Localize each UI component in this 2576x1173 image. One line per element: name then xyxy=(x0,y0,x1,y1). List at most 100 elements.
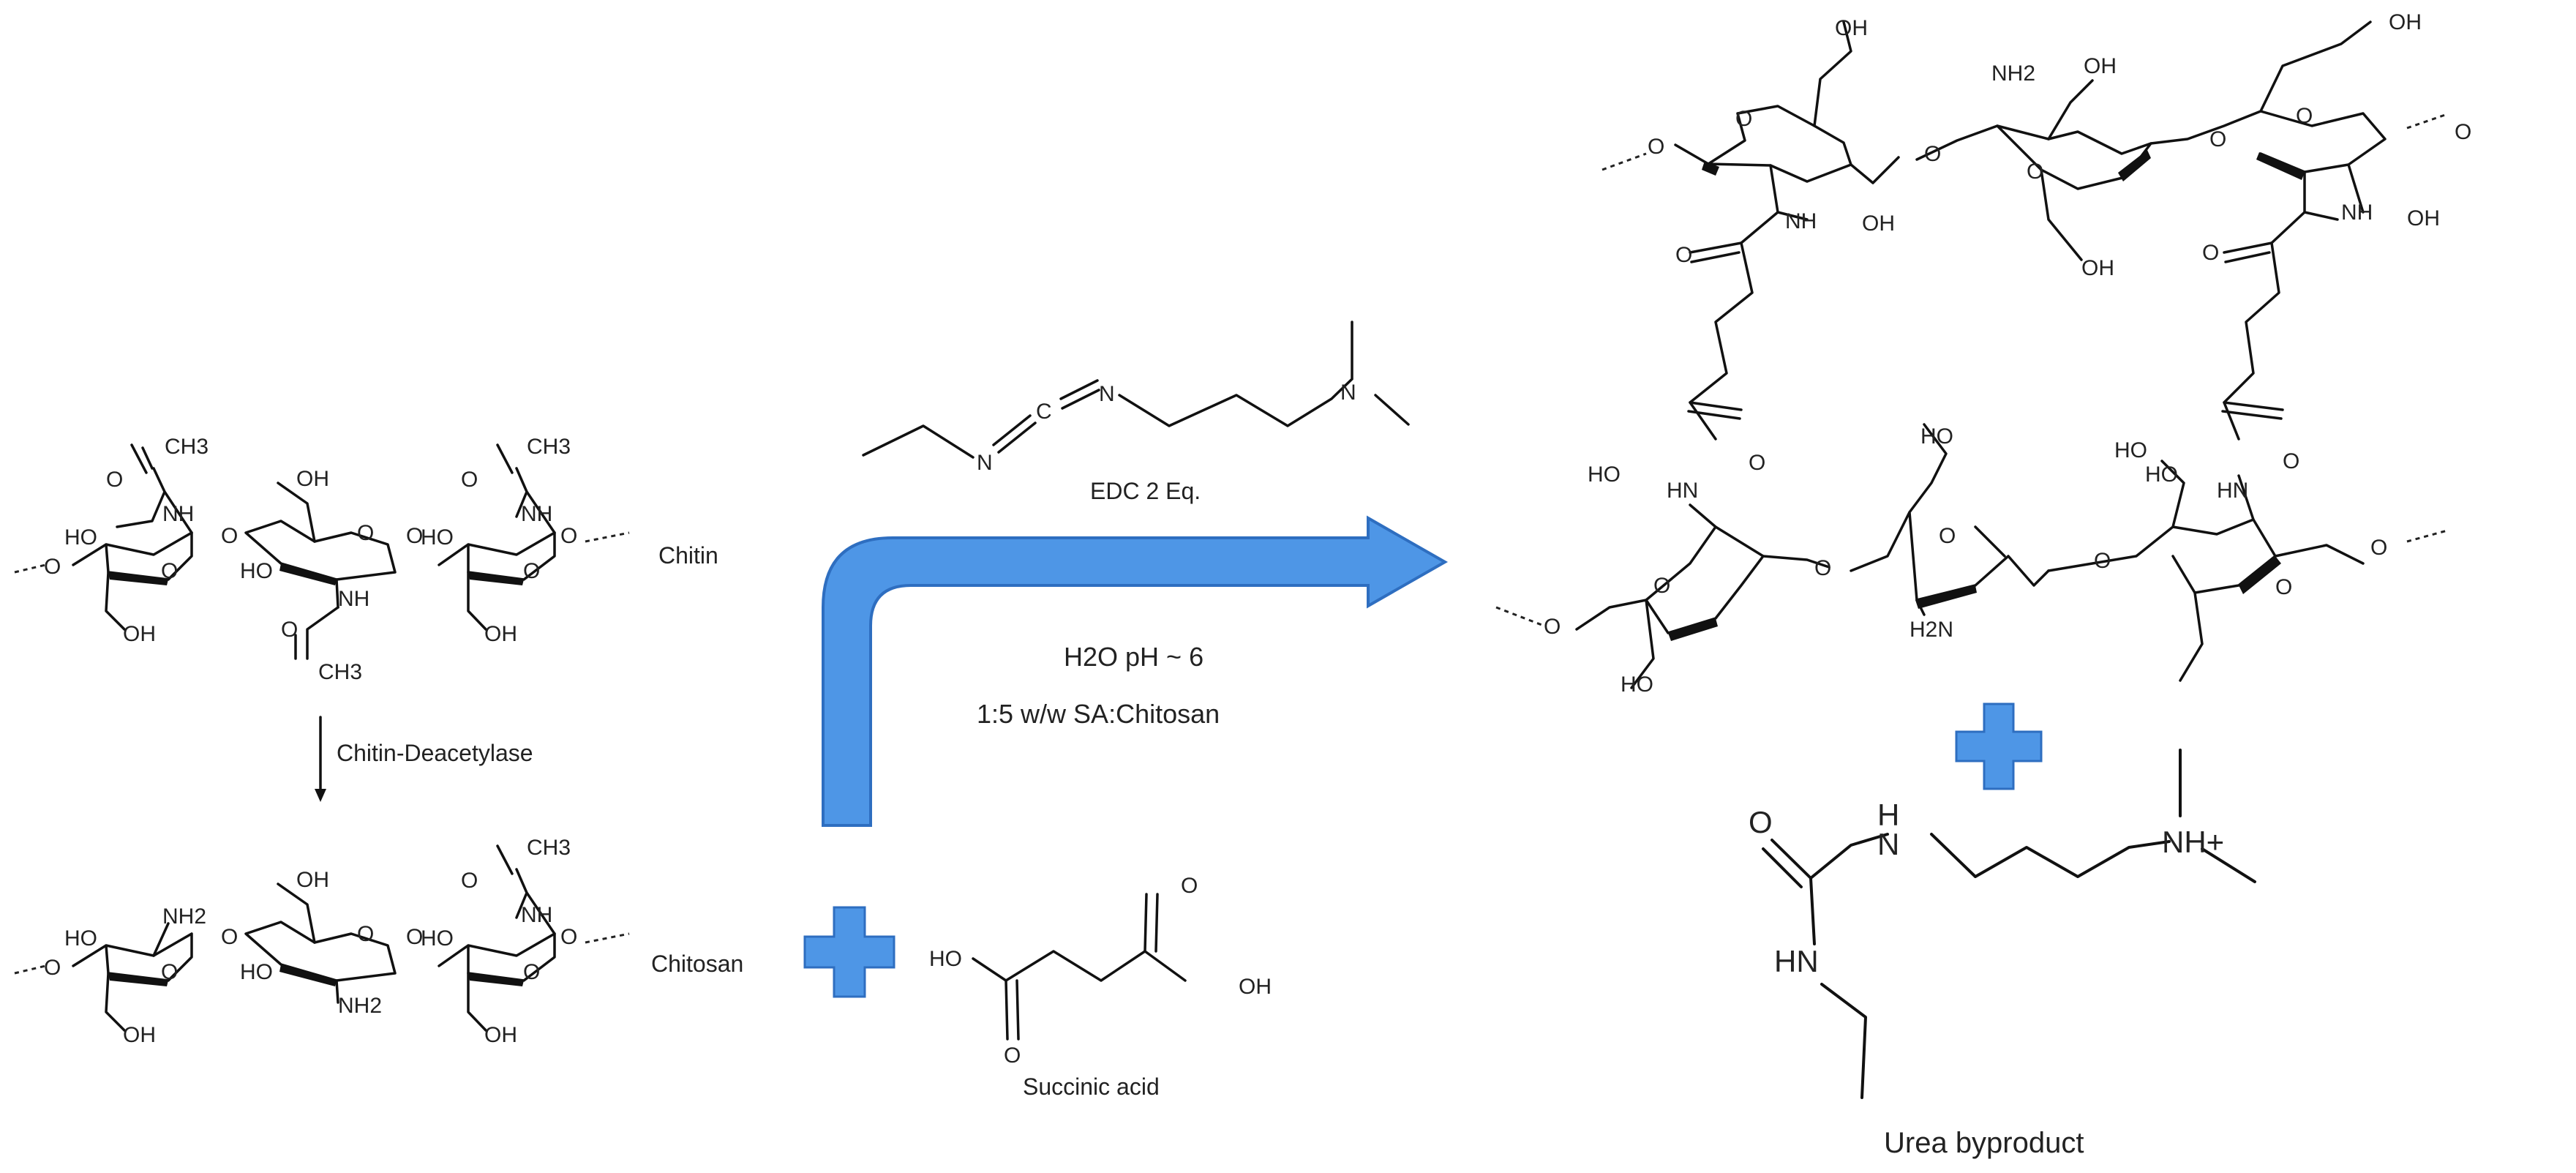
product-o-link-t2: O xyxy=(2209,127,2226,151)
product-oh-1: OH xyxy=(1835,16,1868,40)
chitin-ho-c: HO xyxy=(421,525,454,550)
product-nh2-top: NH2 xyxy=(1991,61,2035,86)
product-o-ring-1: O xyxy=(1735,107,1752,131)
chitosan-o-link-b: O xyxy=(406,925,423,949)
succinic-o-bottom: O xyxy=(1004,1043,1021,1068)
chitosan-ch3-c: CH3 xyxy=(527,836,571,860)
product-oh-2: OH xyxy=(1862,211,1895,236)
product-o-amide-1: O xyxy=(1675,243,1692,267)
chitosan-o-chain-end: O xyxy=(560,925,577,949)
product-o-ring-5: O xyxy=(2275,575,2292,599)
edc-c: C xyxy=(1036,400,1052,424)
enzyme-label: Chitin-Deacetylase xyxy=(337,740,533,766)
chitin-o-ring-c: O xyxy=(523,559,540,583)
urea-h: H xyxy=(1877,798,1899,832)
chitin-nh-a: NH xyxy=(162,502,194,526)
product-oh-3: OH xyxy=(2084,54,2117,78)
product-ho-4: HO xyxy=(2114,438,2147,462)
chitosan-nh-c: NH xyxy=(521,903,552,927)
chitosan-nh2-b: NH2 xyxy=(338,994,382,1018)
reaction-conditions: H2O pH ~ 6 1:5 w/w SA:Chitosan xyxy=(977,642,1220,729)
chitin-nh-b: NH xyxy=(338,587,369,611)
urea-o: O xyxy=(1749,805,1773,839)
product-oh-4: OH xyxy=(2081,256,2114,280)
product-o-end-left: O xyxy=(1648,135,1664,159)
product-nh-2: NH xyxy=(2341,201,2373,225)
chitin-structure: CH3 O NH HO O O OH O OH O HO NH O CH3 O … xyxy=(14,435,718,684)
chitin-ch3-c: CH3 xyxy=(527,435,571,459)
conditions-line1: H2O pH ~ 6 xyxy=(1064,642,1203,672)
chitosan-structure: NH2 HO O O OH O OH O HO NH2 O CH3 O NH H… xyxy=(14,836,743,1047)
urea-n: N xyxy=(1877,827,1899,861)
edc-n3: N xyxy=(1340,381,1356,405)
product-o-amide-3: O xyxy=(1749,451,1765,475)
chitin-label: Chitin xyxy=(658,542,718,569)
chitin-o-link-b: O xyxy=(406,524,423,548)
chitosan-ho-b: HO xyxy=(240,960,273,984)
product-o-ring-3: O xyxy=(2296,104,2313,128)
product-o-amide-2: O xyxy=(2202,241,2219,265)
product-ho-1: HO xyxy=(1588,462,1621,487)
urea-hn: HN xyxy=(1774,944,1819,978)
product-oh-6: OH xyxy=(2407,206,2440,231)
enzyme-arrow: Chitin-Deacetylase xyxy=(315,716,533,802)
product-nh-1: NH xyxy=(1785,209,1817,233)
chitin-ho-a: HO xyxy=(64,525,97,550)
product-oh-5: OH xyxy=(2389,10,2422,34)
product-o-ring-6: O xyxy=(1653,574,1670,598)
chitin-oh-b: OH xyxy=(296,467,329,491)
chitin-o-c: O xyxy=(461,468,478,492)
edc-n1: N xyxy=(977,451,993,475)
product-o-link-t1: O xyxy=(1924,142,1941,166)
product-o-start-b: O xyxy=(1544,615,1561,639)
product-ho-5: HO xyxy=(1621,672,1653,697)
chitosan-o-chain-start: O xyxy=(44,956,61,980)
chitin-ch3-b: CH3 xyxy=(318,660,362,684)
chitin-o-chain-start: O xyxy=(44,555,61,579)
chitosan-ho-a: HO xyxy=(64,926,97,951)
product-o-amide-4: O xyxy=(2283,449,2299,473)
succinic-o-top: O xyxy=(1181,874,1198,898)
chitin-o-ring-a: O xyxy=(161,559,178,583)
chitosan-o-link-a: O xyxy=(221,925,238,949)
chitosan-o-ring-a: O xyxy=(161,960,178,984)
chitin-nh-c: NH xyxy=(521,502,552,526)
chitin-o-b: O xyxy=(281,618,298,642)
succinic-ho: HO xyxy=(929,947,962,971)
edc-structure: N C N N EDC 2 Eq. xyxy=(862,321,1410,504)
urea-nh-plus: NH+ xyxy=(2162,825,2224,859)
succinic-acid-structure: HO O OH O Succinic acid xyxy=(929,874,1272,1100)
chitin-ho-b: HO xyxy=(240,559,273,583)
chitin-o-link-a: O xyxy=(221,524,238,548)
edc-n2: N xyxy=(1099,382,1115,406)
chitosan-oh-a: OH xyxy=(123,1023,156,1047)
product-o-ring-4: O xyxy=(1939,524,1956,548)
product-o-end-t: O xyxy=(2455,120,2471,144)
plus-icon xyxy=(803,906,895,998)
chitosan-ho-c: HO xyxy=(421,926,454,951)
chitin-ch3-a: CH3 xyxy=(165,435,209,459)
reaction-arrow xyxy=(822,515,1449,827)
product-o-link-b2: O xyxy=(2094,549,2111,573)
product-structure: OH O O NH OH O NH2 OH O O OH O OH O O NH… xyxy=(1495,10,2471,697)
chitin-o-a: O xyxy=(106,468,123,492)
chitin-oh-c: OH xyxy=(484,622,517,646)
chitin-o-chain-end: O xyxy=(560,524,577,548)
plus-icon-2 xyxy=(1955,702,2043,790)
product-hn-2: HN xyxy=(2217,479,2248,503)
product-hn-1: HN xyxy=(1667,479,1698,503)
product-ho-3: HO xyxy=(2145,462,2178,487)
urea-structure: O H N NH+ HN Urea byproduct xyxy=(1749,749,2256,1159)
urea-label: Urea byproduct xyxy=(1884,1127,2084,1159)
chitosan-o-ring-c: O xyxy=(523,960,540,984)
chitin-o-ring-b: O xyxy=(357,521,374,545)
product-ho-2: HO xyxy=(1920,424,1953,449)
chitosan-label: Chitosan xyxy=(651,951,743,977)
product-o-end-b: O xyxy=(2370,536,2387,560)
chitin-oh-a: OH xyxy=(123,622,156,646)
conditions-line2: 1:5 w/w SA:Chitosan xyxy=(977,699,1220,729)
chitosan-oh-b: OH xyxy=(296,868,329,892)
edc-label: EDC 2 Eq. xyxy=(1090,478,1201,504)
product-h2n: H2N xyxy=(1910,618,1953,642)
